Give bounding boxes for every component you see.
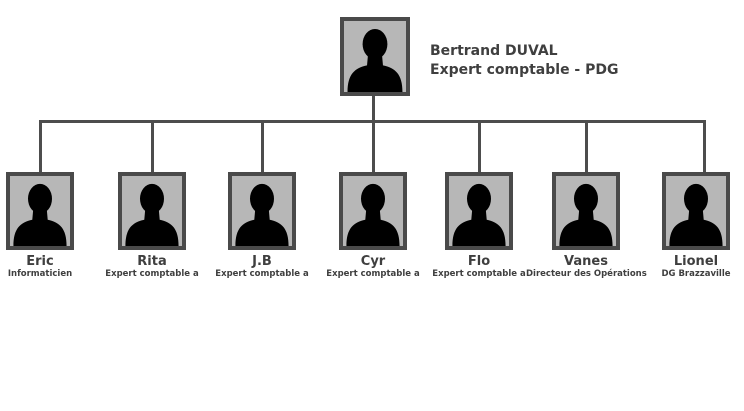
person-silhouette-icon bbox=[669, 183, 723, 246]
branch-line-flo bbox=[478, 120, 481, 172]
member-photo bbox=[228, 172, 296, 250]
ceo-drop-line bbox=[372, 95, 375, 122]
person-silhouette-icon bbox=[347, 28, 403, 92]
branch-line-rita bbox=[151, 120, 154, 172]
member-role: Informaticien bbox=[7, 269, 73, 279]
ceo-title: Expert comptable - PDG bbox=[430, 62, 619, 78]
member-card-rita: Rita Expert comptable a bbox=[98, 172, 202, 284]
member-name: Vanes bbox=[564, 254, 608, 269]
member-role: Directeur des Opérations bbox=[526, 269, 647, 279]
branch-line-lionel bbox=[703, 120, 706, 172]
member-photo bbox=[552, 172, 620, 250]
person-silhouette-icon bbox=[346, 183, 400, 246]
member-role: Expert comptable a bbox=[326, 269, 420, 279]
member-photo bbox=[445, 172, 513, 250]
member-role: Expert comptable a bbox=[215, 269, 309, 279]
member-card-jb: J.B Expert comptable a bbox=[208, 172, 312, 284]
member-name: Rita bbox=[137, 254, 167, 269]
member-name: J.B bbox=[252, 254, 272, 269]
person-silhouette-icon bbox=[13, 183, 67, 246]
branch-line-cyr bbox=[372, 120, 375, 172]
branch-line-eric bbox=[39, 120, 42, 172]
member-photo bbox=[6, 172, 74, 250]
member-card-flo: Flo Expert comptable a bbox=[425, 172, 529, 284]
member-name: Lionel bbox=[673, 254, 719, 269]
member-photo bbox=[339, 172, 407, 250]
ceo-photo bbox=[340, 17, 410, 96]
member-card-lionel: Lionel DG Brazzaville bbox=[642, 172, 744, 284]
person-silhouette-icon bbox=[235, 183, 289, 246]
member-photo bbox=[118, 172, 186, 250]
person-silhouette-icon bbox=[125, 183, 179, 246]
member-name: Flo bbox=[467, 254, 491, 269]
member-name: Cyr bbox=[360, 254, 386, 269]
member-role: Expert comptable a bbox=[105, 269, 199, 279]
branch-line-jb bbox=[261, 120, 264, 172]
member-card-cyr: Cyr Expert comptable a bbox=[319, 172, 423, 284]
member-name: Eric bbox=[26, 254, 54, 269]
member-role: Expert comptable a bbox=[432, 269, 526, 279]
person-silhouette-icon bbox=[559, 183, 613, 246]
member-card-eric: Eric Informaticien bbox=[0, 172, 90, 284]
member-card-vanes: Vanes Directeur des Opérations bbox=[526, 172, 647, 284]
ceo-name: Bertrand DUVAL bbox=[430, 43, 558, 59]
member-role: DG Brazzaville bbox=[661, 269, 731, 279]
member-photo bbox=[662, 172, 730, 250]
branch-line-vanes bbox=[585, 120, 588, 172]
person-silhouette-icon bbox=[452, 183, 506, 246]
